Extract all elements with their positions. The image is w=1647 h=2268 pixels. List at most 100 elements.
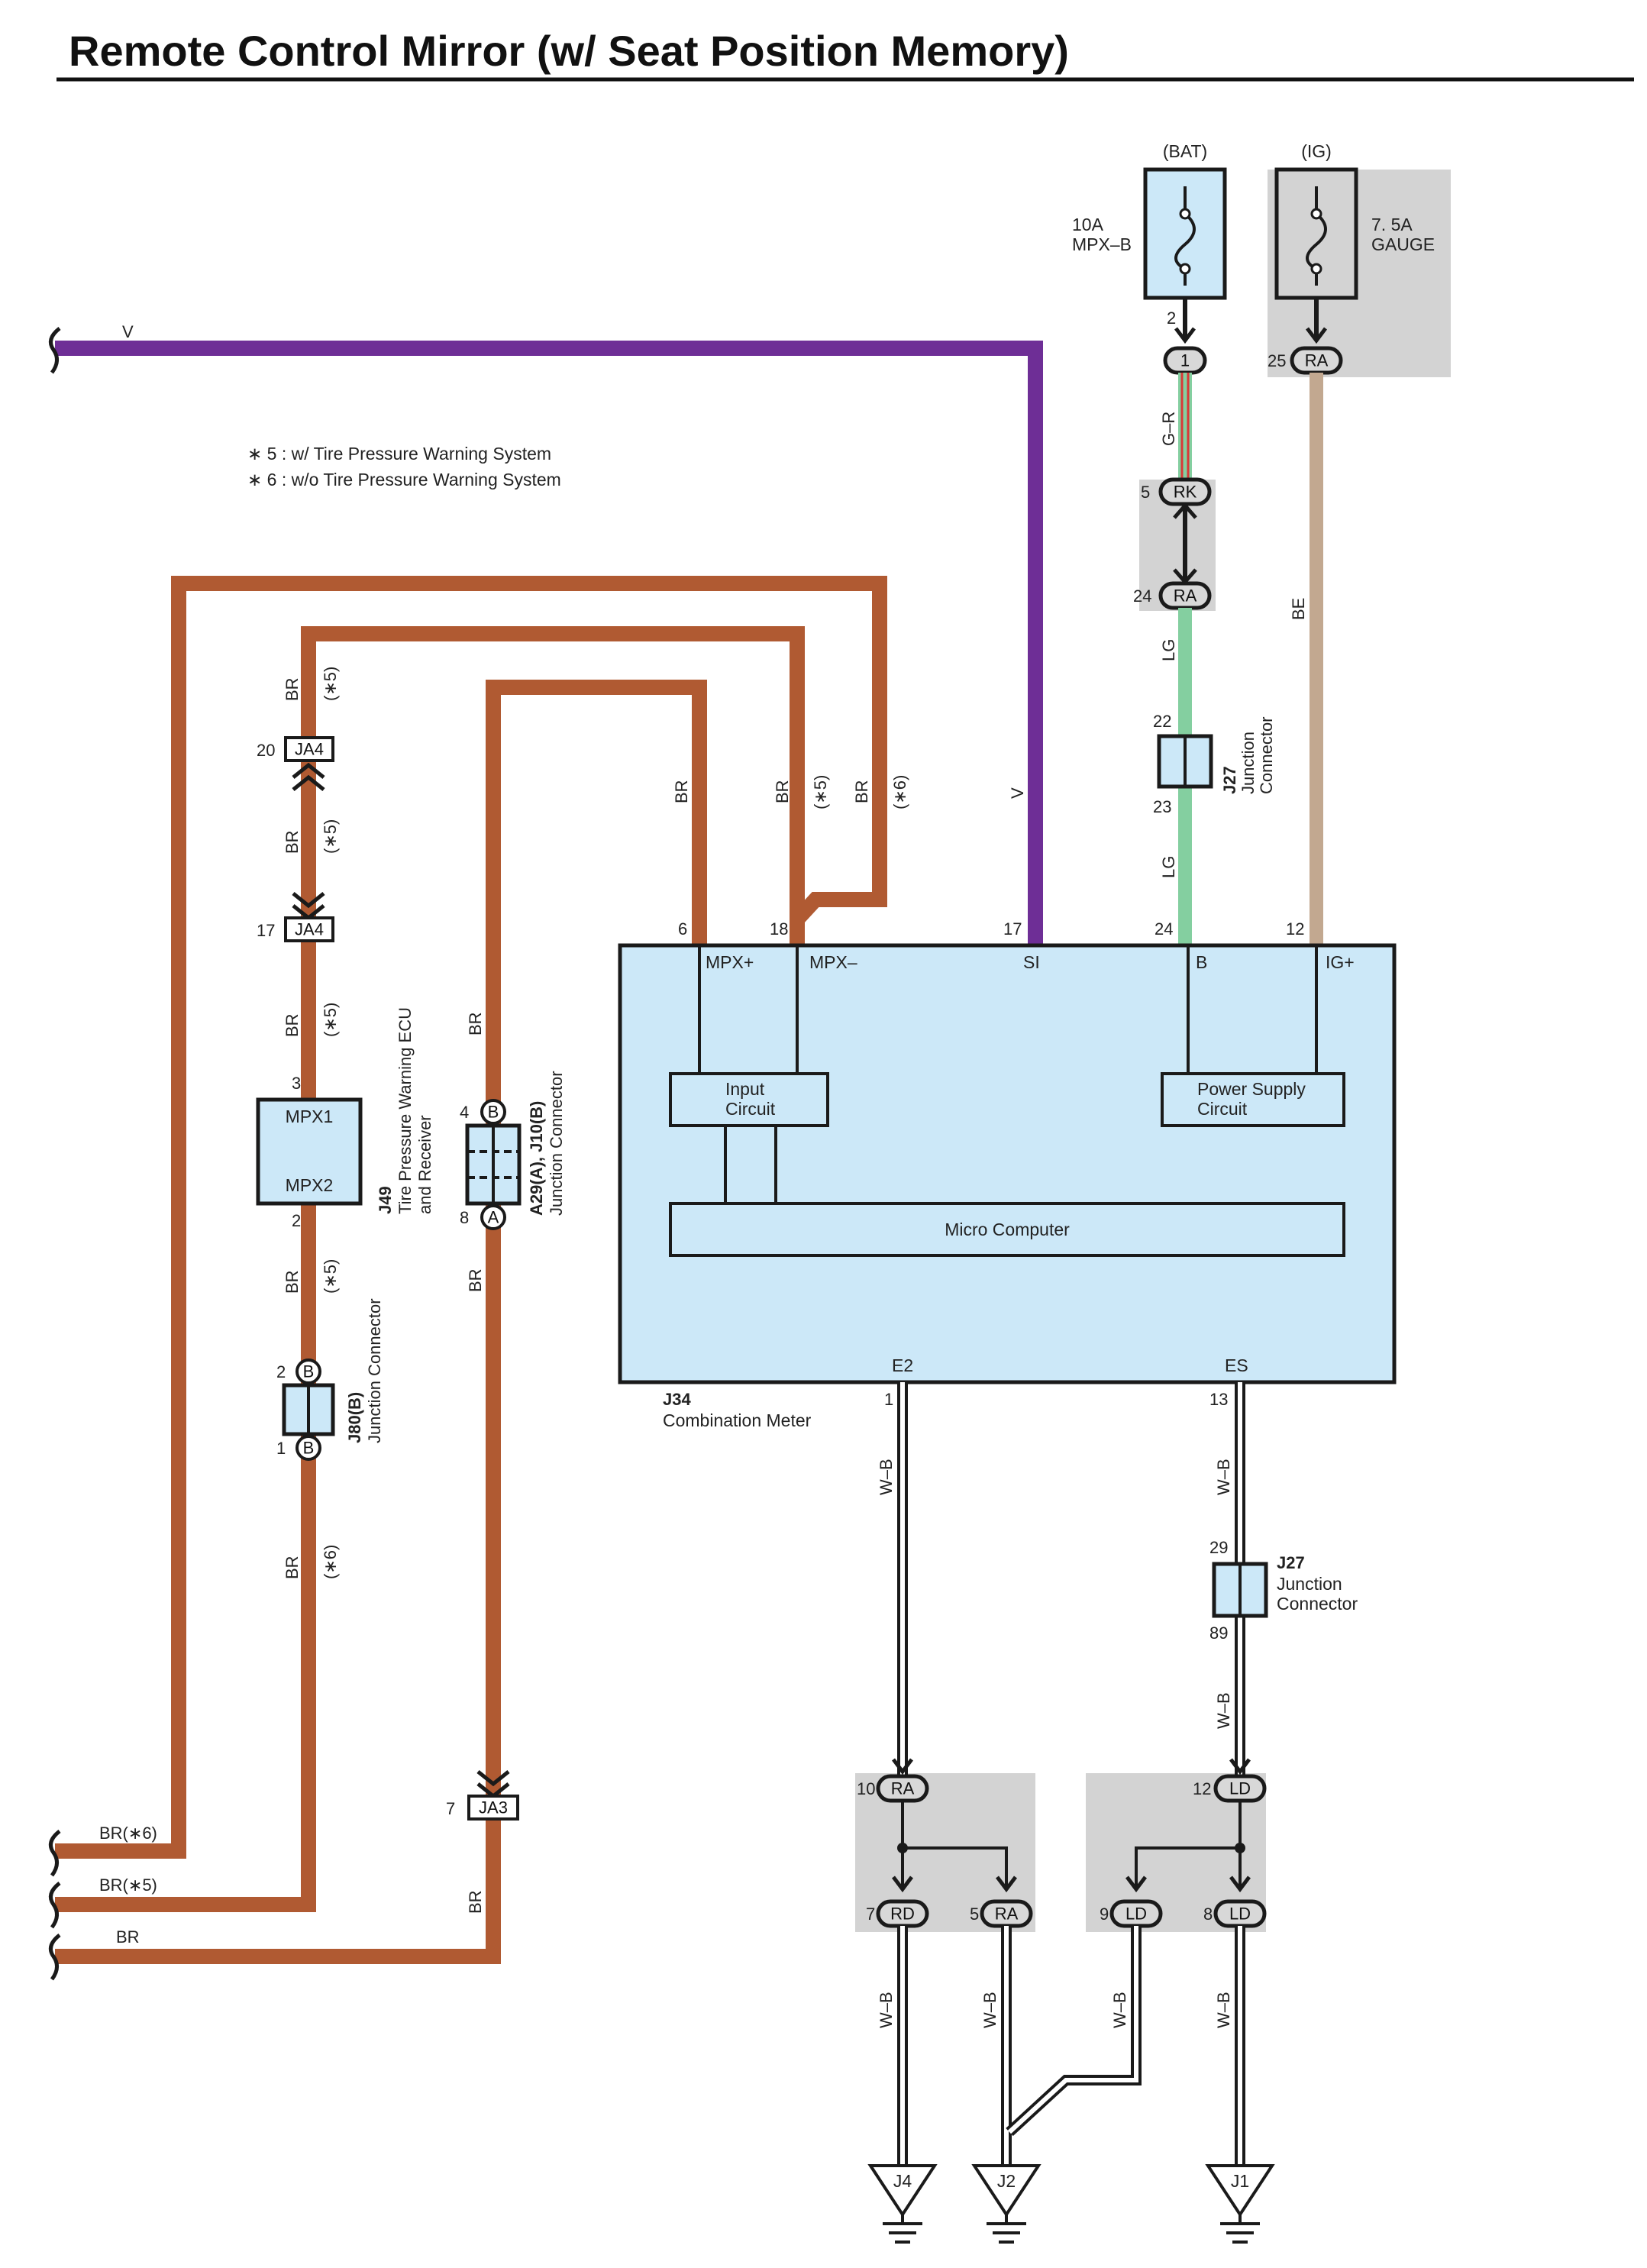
ground-j2-label: J2 bbox=[997, 2171, 1016, 2191]
connector-ja4-top-label: JA4 bbox=[295, 740, 324, 759]
label-lg-bottom: LG bbox=[1159, 856, 1178, 878]
label-s5-pin18: (∗5) bbox=[811, 775, 830, 809]
terminal-ig-plus: IG+ bbox=[1326, 952, 1355, 972]
j80-b-top-label: B bbox=[303, 1362, 315, 1381]
pin-23: 23 bbox=[1153, 797, 1171, 816]
j80-code: J80(B) bbox=[345, 1392, 364, 1443]
ground-j4 bbox=[867, 2164, 938, 2244]
label-s6-j80-bottom: (∗6) bbox=[321, 1545, 340, 1579]
label-wb-es-mid: W–B bbox=[1214, 1692, 1233, 1729]
label-br-ja4-top: BR bbox=[283, 677, 302, 701]
wire-wb-ld9 bbox=[1006, 1926, 1142, 2137]
a29-a-label: A bbox=[488, 1208, 499, 1227]
ecu-pin-2: 2 bbox=[292, 1211, 301, 1230]
power-circuit-line2: Circuit bbox=[1197, 1099, 1248, 1119]
label-v-left: V bbox=[122, 322, 134, 341]
ground-j2 bbox=[971, 2164, 1041, 2244]
ecu-name-2: and Receiver bbox=[415, 1115, 434, 1214]
combination-meter-j34 bbox=[618, 943, 1397, 1384]
pin-17-ja4: 17 bbox=[257, 921, 275, 940]
terminal-mpx-plus: MPX+ bbox=[706, 952, 754, 972]
j80-pin-2: 2 bbox=[276, 1362, 286, 1381]
label-br-a29-top: BR bbox=[466, 1012, 485, 1035]
input-circuit-line2: Circuit bbox=[725, 1099, 776, 1119]
power-circuit-line1: Power Supply bbox=[1197, 1079, 1306, 1099]
meter-code: J34 bbox=[663, 1390, 691, 1409]
label-wb-e2: W–B bbox=[877, 1459, 896, 1495]
pin-2-bat: 2 bbox=[1167, 309, 1176, 328]
j27-upper-name-2: Connector bbox=[1257, 716, 1276, 794]
pin-8-ld: 8 bbox=[1203, 1905, 1213, 1924]
pin-20: 20 bbox=[257, 741, 275, 760]
fuse-ig-element bbox=[1306, 212, 1327, 270]
a29-pin-8: 8 bbox=[460, 1208, 469, 1227]
a29-pin-a bbox=[480, 1204, 506, 1230]
ecu-name-1: Tire Pressure Warning ECU bbox=[396, 1007, 415, 1214]
meter-pin-13: 13 bbox=[1209, 1390, 1228, 1409]
pin-25: 25 bbox=[1268, 351, 1286, 370]
label-wb-j1: W–B bbox=[1214, 1992, 1233, 2028]
meter-pin-12: 12 bbox=[1286, 919, 1304, 939]
wire-br5 bbox=[55, 626, 805, 1912]
ground-j4-label: J4 bbox=[893, 2171, 912, 2191]
input-circuit-line1: Input bbox=[725, 1079, 765, 1099]
bat-label: (BAT) bbox=[1163, 141, 1207, 161]
label-br-ecu-bottom: BR bbox=[283, 1270, 302, 1294]
connector-ld-12-label: LD bbox=[1229, 1779, 1251, 1798]
j27-lower-name-2: Connector bbox=[1277, 1594, 1358, 1614]
fuse-bat-amp: 10A bbox=[1072, 215, 1104, 234]
pin-10: 10 bbox=[857, 1779, 875, 1798]
pin-5-ra: 5 bbox=[970, 1905, 979, 1924]
micro-computer bbox=[669, 1202, 1345, 1257]
pin-89: 89 bbox=[1209, 1623, 1228, 1643]
label-gr: G–R bbox=[1159, 412, 1178, 446]
label-wb-ld9: W–B bbox=[1110, 1992, 1129, 2028]
a29-pin-b bbox=[480, 1099, 506, 1125]
connector-ja3 bbox=[467, 1795, 519, 1821]
meter-pin-24: 24 bbox=[1155, 919, 1173, 939]
a29-pin-4: 4 bbox=[460, 1103, 469, 1122]
label-s5-ja4-top: (∗5) bbox=[321, 667, 340, 701]
j80-pin-b-bottom bbox=[295, 1435, 321, 1461]
input-circuit bbox=[669, 1072, 829, 1127]
label-br-a29-bottom: BR bbox=[466, 1268, 485, 1292]
j27-upper-name-1: Junction bbox=[1238, 732, 1258, 794]
terminal-mpx-minus: MPX– bbox=[809, 952, 857, 972]
j80-pin-1: 1 bbox=[276, 1439, 286, 1458]
ground-j1 bbox=[1205, 2164, 1275, 2244]
label-br-pin18: BR bbox=[773, 780, 792, 803]
j27-lower-name-1: Junction bbox=[1277, 1574, 1342, 1594]
connector-ja4-bottom-label: JA4 bbox=[295, 920, 324, 939]
wire-v bbox=[55, 341, 1043, 945]
a29-code: A29(A), J10(B) bbox=[527, 1101, 546, 1216]
pin-22: 22 bbox=[1153, 712, 1171, 731]
pin-9-ld: 9 bbox=[1100, 1905, 1109, 1924]
j80-pin-b-top bbox=[295, 1359, 321, 1384]
pin-5-rk: 5 bbox=[1141, 483, 1150, 502]
label-s5-ecu-top: (∗5) bbox=[321, 1003, 340, 1037]
label-br-ja4-mid: BR bbox=[283, 830, 302, 854]
meter-name: Combination Meter bbox=[663, 1410, 812, 1430]
note-5: ∗ 5 : w/ Tire Pressure Warning System bbox=[247, 444, 551, 464]
connector-ra-10-label: RA bbox=[891, 1779, 915, 1798]
fuse-ig-name: GAUGE bbox=[1371, 234, 1435, 254]
label-wb-j4: W–B bbox=[877, 1992, 896, 2028]
label-s5-ecu-bottom: (∗5) bbox=[321, 1259, 340, 1294]
label-br-pin6: BR bbox=[672, 780, 691, 803]
connector-ra-top-label: RA bbox=[1174, 586, 1197, 606]
pin-24-ra: 24 bbox=[1133, 586, 1151, 606]
fuse-ig-amp: 7. 5A bbox=[1371, 215, 1413, 234]
meter-pin-18: 18 bbox=[770, 919, 788, 939]
label-wb-es-top: W–B bbox=[1214, 1459, 1233, 1495]
break-symbol-br bbox=[48, 1934, 61, 1981]
terminal-si: SI bbox=[1023, 952, 1040, 972]
ecu-mpx1: MPX1 bbox=[286, 1107, 334, 1126]
connector-1-label: 1 bbox=[1180, 351, 1190, 370]
fuse-bat-name: MPX–B bbox=[1072, 234, 1132, 254]
label-br6-left: BR(∗6) bbox=[99, 1824, 157, 1843]
connector-ra-5-label: RA bbox=[995, 1905, 1019, 1924]
j80-name: Junction Connector bbox=[365, 1298, 384, 1443]
break-symbol-v bbox=[48, 327, 61, 374]
ecu-j49 bbox=[256, 1097, 363, 1206]
